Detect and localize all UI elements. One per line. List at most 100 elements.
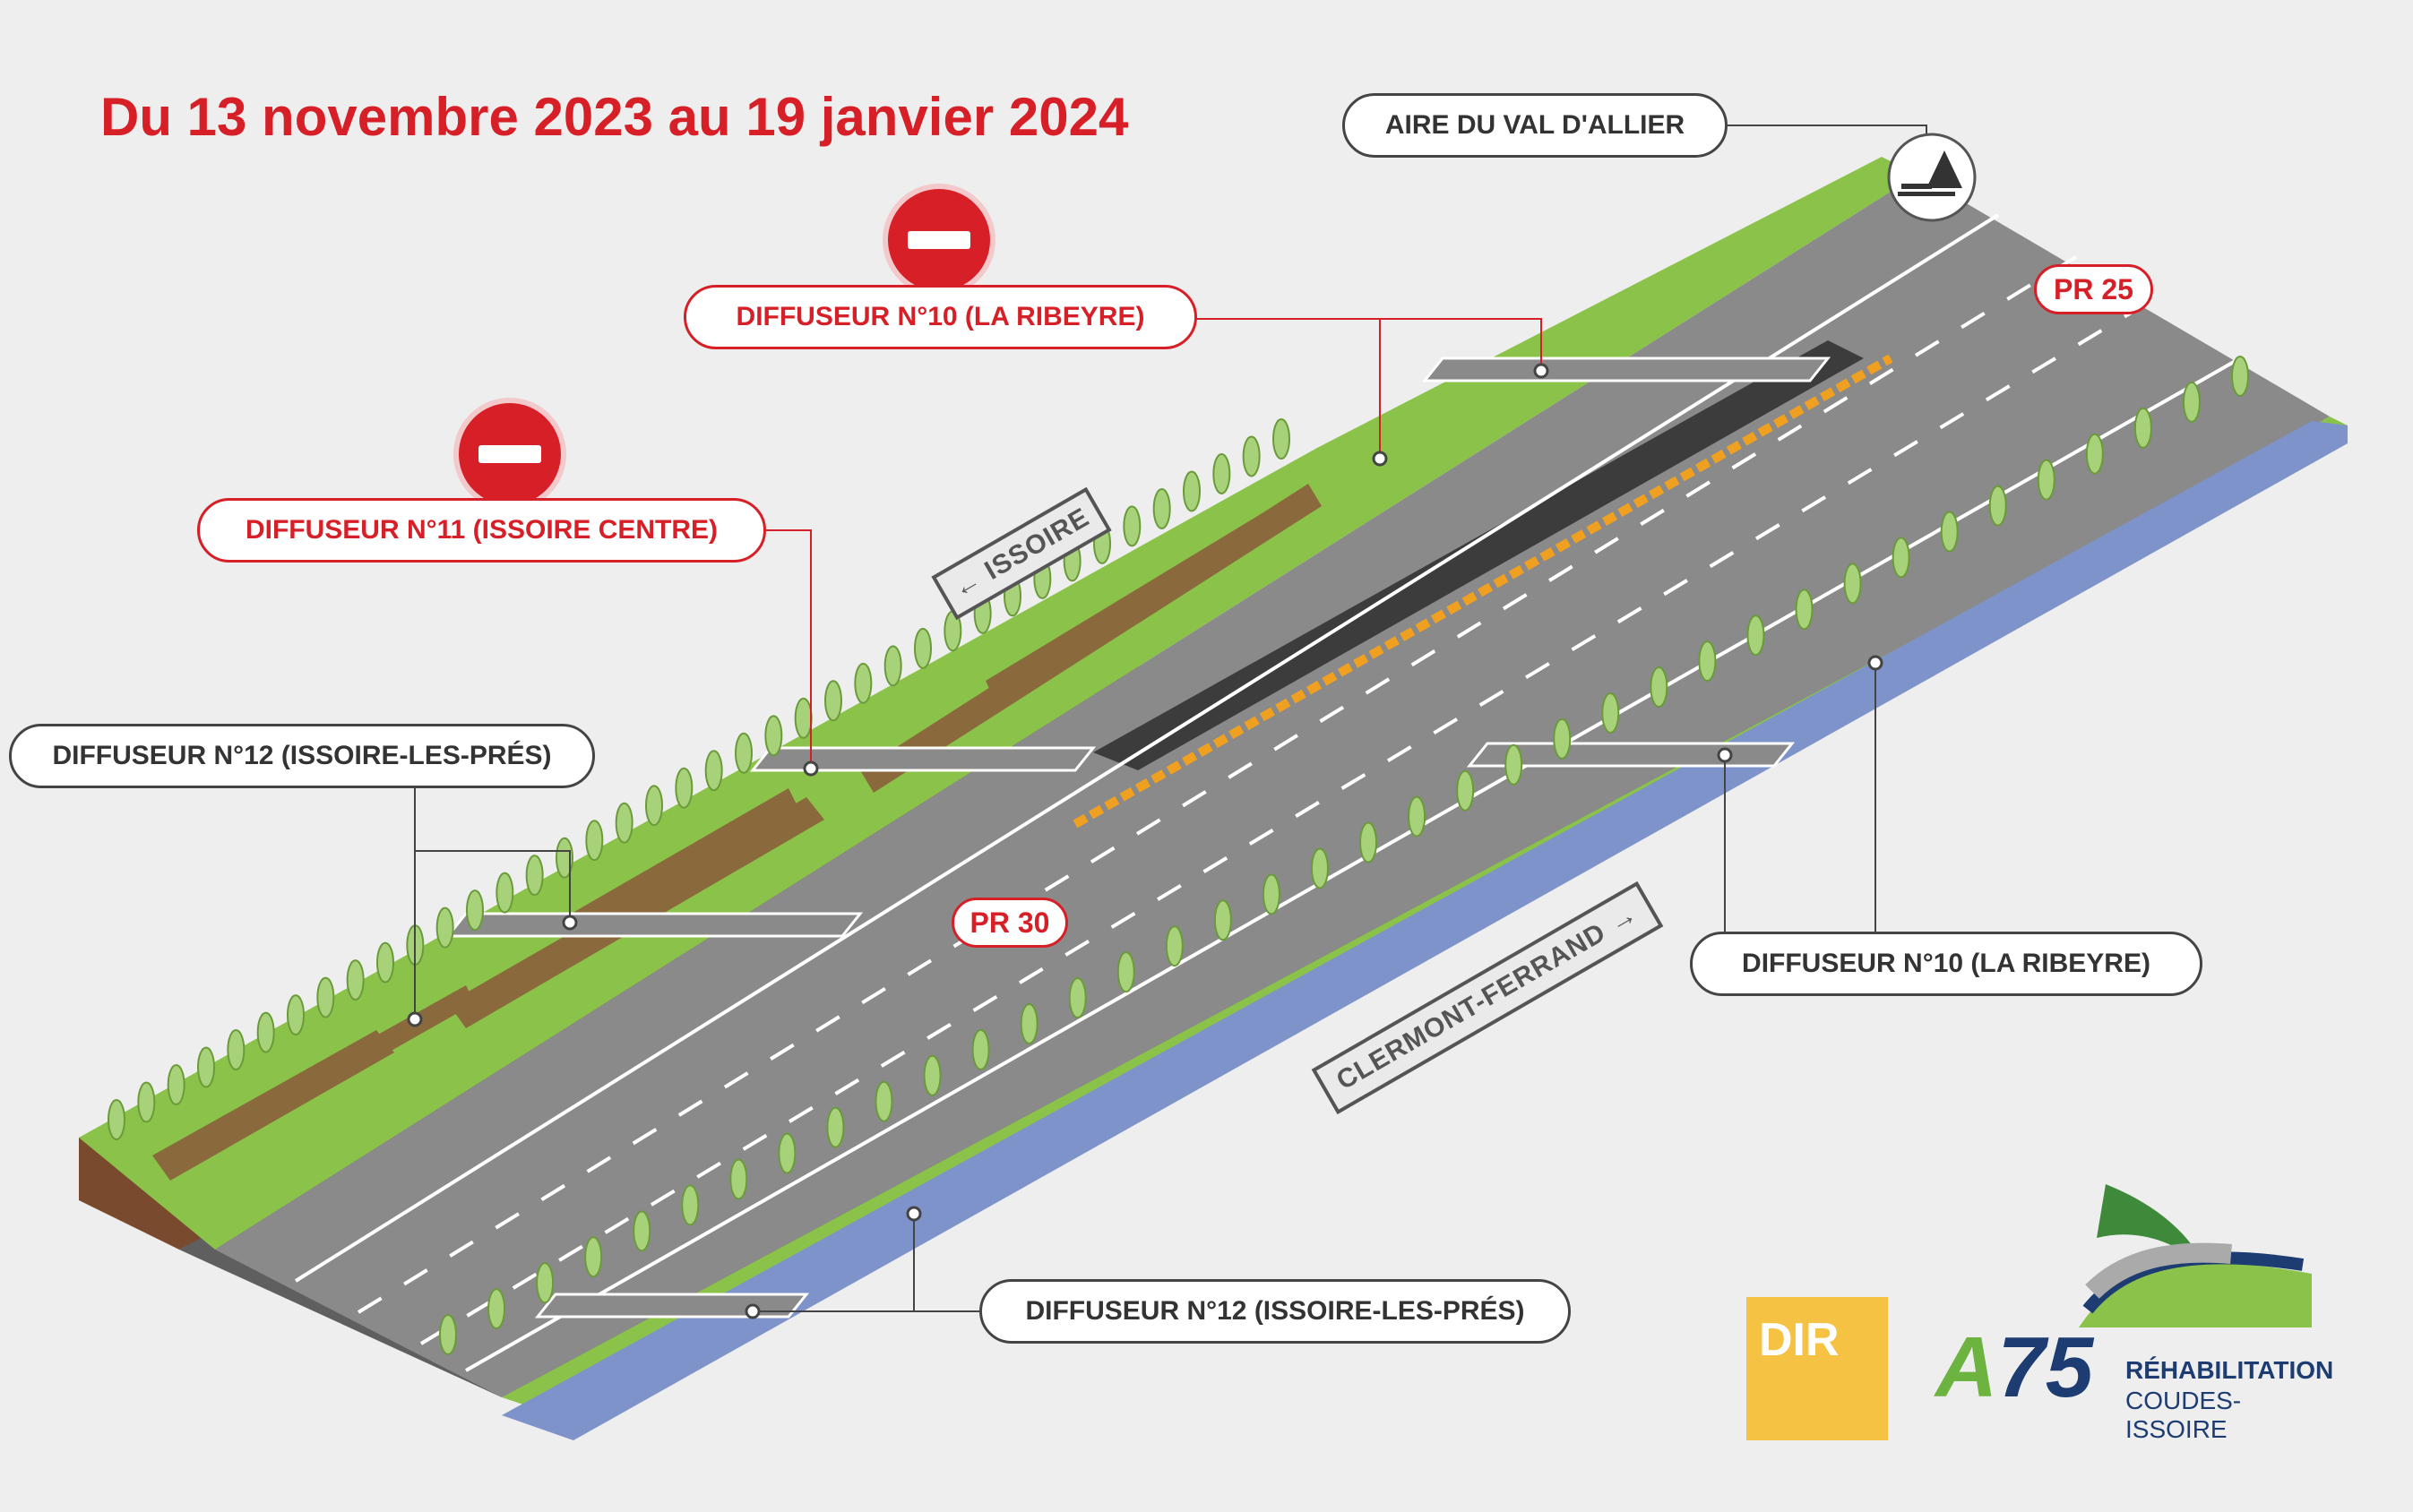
leader-lines <box>414 125 1927 1312</box>
marker-pr25: PR 25 <box>2034 264 2153 314</box>
tree <box>1116 951 1135 993</box>
arrow-right-icon: → <box>1604 898 1643 939</box>
a75-number: 75 <box>1997 1319 2094 1415</box>
tree <box>466 889 484 932</box>
a75-logo: A75 RÉHABILITATION COUDES-ISSOIRE <box>1935 1175 2333 1444</box>
tree <box>1650 666 1668 709</box>
tree <box>256 1011 275 1053</box>
a75-coudes: COUDES-ISSOIRE <box>2125 1387 2242 1443</box>
tree <box>536 1262 555 1304</box>
leader-dots <box>407 363 1883 1319</box>
dir-logo: DIR <box>1746 1297 1888 1440</box>
tree <box>1940 511 1959 553</box>
tree <box>633 1210 651 1252</box>
label-diffuseur-10-top: DIFFUSEUR N°10 (LA RIBEYRE) <box>684 285 1197 349</box>
tree <box>971 1028 990 1070</box>
no-entry-icon <box>453 398 566 511</box>
tree <box>1988 485 2007 527</box>
tree <box>1212 452 1231 494</box>
tree <box>316 976 335 1018</box>
tree <box>704 750 723 792</box>
ramps <box>444 357 1831 1319</box>
label-diffuseur-11: DIFFUSEUR N°11 (ISSOIRE CENTRE) <box>197 498 766 563</box>
tree <box>346 959 365 1001</box>
tree <box>585 820 604 862</box>
tree <box>794 697 813 739</box>
tree <box>1242 435 1261 477</box>
tree <box>1262 873 1280 915</box>
tree <box>1152 487 1171 529</box>
marker-pr30: PR 30 <box>952 898 1068 948</box>
tree <box>2231 356 2249 397</box>
tree <box>1123 505 1142 547</box>
tree <box>525 855 544 897</box>
tree <box>496 872 514 914</box>
tree <box>435 906 454 949</box>
tree <box>645 785 663 827</box>
tree <box>1892 537 1910 579</box>
tree <box>854 662 873 704</box>
tree <box>914 627 932 669</box>
tree <box>875 1080 893 1122</box>
tree <box>826 1106 845 1148</box>
label-aire-val-allier: AIRE DU VAL D'ALLIER <box>1342 93 1728 158</box>
tree <box>1408 795 1426 838</box>
tree <box>1795 588 1814 631</box>
tree <box>1553 717 1572 760</box>
a75-letters: A75 <box>1935 1319 2093 1417</box>
tree <box>584 1236 603 1278</box>
dir-logo-text: DIR <box>1759 1314 1840 1366</box>
highway-surface <box>215 175 2330 1397</box>
tree <box>2037 459 2055 501</box>
tree <box>1843 563 1862 605</box>
tree <box>556 837 573 879</box>
tree <box>1456 769 1475 812</box>
rest-area-icon <box>1887 133 1977 222</box>
tree <box>1359 821 1378 863</box>
tree <box>2133 407 2152 449</box>
tree <box>1183 470 1201 512</box>
a75-rehab: RÉHABILITATION <box>2125 1356 2334 1384</box>
work-zone-barrier <box>1073 354 1893 829</box>
tree <box>1272 418 1290 460</box>
label-diffuseur-10-right: DIFFUSEUR N°10 (LA RIBEYRE) <box>1690 932 2202 996</box>
trees <box>108 356 2249 1355</box>
tree <box>1601 692 1620 734</box>
a75-emblem <box>2079 1184 2312 1327</box>
tree <box>487 1288 506 1330</box>
label-diffuseur-12-left: DIFFUSEUR N°12 (ISSOIRE-LES-PRÉS) <box>9 724 595 788</box>
tree <box>167 1064 185 1106</box>
a75-prefix: A <box>1935 1319 1998 1415</box>
tree <box>681 1184 700 1226</box>
tree <box>778 1132 797 1174</box>
no-entry-icon <box>883 184 995 296</box>
tree <box>1698 640 1717 683</box>
label-diffuseur-12-bottom: DIFFUSEUR N°12 (ISSOIRE-LES-PRÉS) <box>979 1279 1571 1344</box>
tree <box>735 732 753 774</box>
page-title: Du 13 novembre 2023 au 19 janvier 2024 <box>100 87 1129 147</box>
tree <box>824 680 842 722</box>
tree <box>2182 381 2201 423</box>
tree <box>2085 433 2104 475</box>
tree <box>1310 847 1329 889</box>
tree <box>883 645 902 687</box>
tree <box>1165 925 1184 967</box>
tree <box>137 1081 156 1123</box>
tree <box>1068 977 1087 1019</box>
tree <box>615 802 633 844</box>
tree <box>287 994 305 1036</box>
tree <box>764 715 783 757</box>
tree <box>1746 614 1765 657</box>
tree <box>439 1314 457 1355</box>
lane-markings <box>294 213 2241 1372</box>
tree <box>108 1099 125 1140</box>
tree <box>675 767 694 809</box>
tree <box>1020 1002 1038 1044</box>
tree <box>1504 743 1523 786</box>
tree <box>1213 899 1232 941</box>
tree <box>923 1054 942 1096</box>
river <box>502 421 2348 1440</box>
tree <box>227 1029 246 1071</box>
tree <box>376 941 394 984</box>
